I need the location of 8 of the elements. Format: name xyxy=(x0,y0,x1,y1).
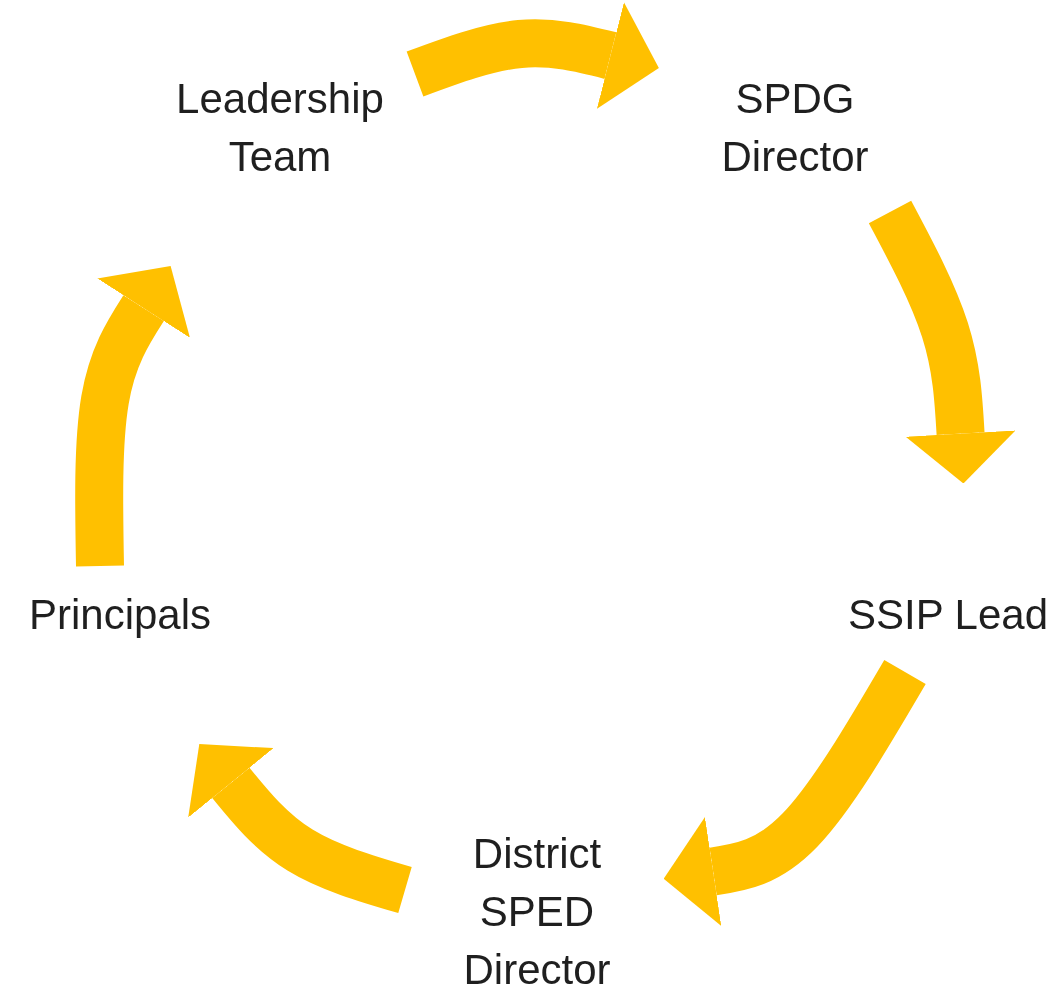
curved-arrow xyxy=(75,265,190,567)
node-label: Leadership Team xyxy=(175,74,385,182)
curved-arrow xyxy=(868,200,1016,484)
node-label: SPDG Director xyxy=(720,74,870,182)
curved-arrow xyxy=(663,659,926,926)
node-label: District SPED Director xyxy=(462,829,612,995)
node-label: SSIP Lead xyxy=(846,590,1050,640)
node-label: Principals xyxy=(27,590,213,640)
